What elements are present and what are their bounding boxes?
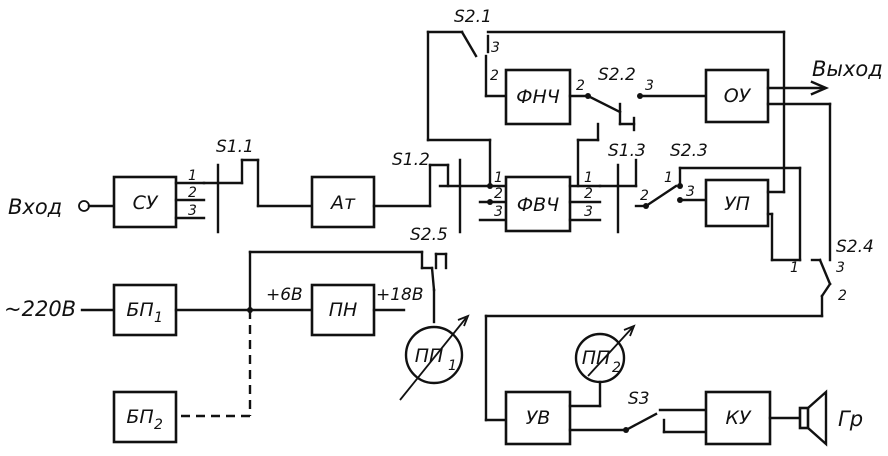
svg-text:S2.2: S2.2 — [598, 65, 636, 85]
svg-text:2: 2 — [584, 186, 593, 202]
block-uv-label: УВ — [526, 407, 551, 429]
block-fvch — [504, 175, 572, 233]
svg-text:S2.3: S2.3 — [670, 141, 708, 161]
svg-text:S3: S3 — [628, 389, 650, 409]
switch-s1-3: S1.3 — [576, 138, 646, 234]
svg-text:1: 1 — [494, 170, 503, 186]
block-pn-label: ПН — [329, 299, 358, 321]
meter-pp2: ПП 2 — [574, 324, 636, 384]
svg-text:3: 3 — [686, 184, 695, 200]
svg-text:2: 2 — [490, 68, 499, 84]
meter-pp1: ПП 1 — [399, 314, 470, 401]
block-ou-label: ОУ — [724, 85, 752, 107]
block-bp2-label: БП — [126, 406, 153, 428]
svg-text:2: 2 — [494, 186, 503, 202]
switch-s2-1: 3 2 S2.1 — [426, 7, 786, 98]
speaker-icon: Гр — [798, 389, 863, 447]
svg-text:S2.1: S2.1 — [454, 7, 492, 27]
block-su — [112, 175, 178, 229]
switch-s1-2: S1.2 — [392, 150, 508, 234]
svg-text:ПП: ПП — [582, 347, 611, 369]
block-at — [310, 175, 376, 229]
block-fnch — [504, 68, 572, 126]
svg-text:ПП: ПП — [415, 345, 444, 367]
block-bp1-label: БП — [126, 299, 153, 321]
svg-text:S1.2: S1.2 — [392, 150, 430, 170]
mains-label: ~220В — [4, 297, 76, 321]
svg-text:3: 3 — [491, 40, 500, 56]
svg-text:2: 2 — [838, 288, 847, 304]
svg-text:3: 3 — [494, 204, 503, 220]
svg-text:2: 2 — [188, 185, 197, 201]
fvch-outputs: 1 2 3 — [568, 170, 602, 222]
switch-s2-4: 1 3 2 S2.4 — [790, 237, 874, 318]
su-outputs: 1 2 3 — [174, 168, 206, 220]
block-at-label: Ат — [329, 192, 356, 214]
voltage-6v: +6В — [266, 285, 303, 305]
voltage-18v: +18В — [376, 285, 424, 305]
svg-text:S1.1: S1.1 — [216, 137, 254, 157]
svg-text:S2.4: S2.4 — [836, 237, 874, 257]
block-ku-label: КУ — [725, 407, 751, 429]
svg-text:2: 2 — [576, 78, 585, 94]
block-fnch-label: ФНЧ — [516, 86, 560, 108]
svg-text:Гр: Гр — [838, 407, 863, 431]
svg-text:3: 3 — [188, 203, 197, 219]
svg-text:3: 3 — [584, 204, 593, 220]
switch-s2-3: 2 1 3 S2.3 — [634, 141, 708, 209]
block-up-label: УП — [724, 193, 750, 215]
switch-s1-1: S1.1 — [202, 137, 260, 234]
svg-text:1: 1 — [664, 170, 673, 186]
svg-text:3: 3 — [645, 78, 654, 94]
svg-text:1: 1 — [790, 260, 799, 276]
switch-s2-5: S2.5 — [410, 225, 448, 324]
svg-text:S1.3: S1.3 — [608, 141, 646, 161]
block-su-label: СУ — [133, 192, 159, 214]
block-bp2 — [112, 390, 178, 444]
input-label: Вход — [8, 195, 62, 219]
block-uv — [504, 390, 572, 446]
svg-text:1: 1 — [584, 170, 593, 186]
block-ou — [704, 68, 770, 124]
svg-text:1: 1 — [188, 168, 197, 184]
svg-text:2: 2 — [154, 417, 163, 433]
svg-text:S2.5: S2.5 — [410, 225, 448, 245]
block-fvch-label: ФВЧ — [517, 194, 559, 216]
switch-s3: S3 — [623, 389, 708, 434]
svg-text:3: 3 — [836, 260, 845, 276]
block-up — [704, 178, 770, 228]
switch-s2-2: 3 S2.2 — [586, 65, 708, 132]
input-terminal — [78, 200, 90, 212]
svg-text:2: 2 — [640, 188, 649, 204]
svg-text:1: 1 — [448, 358, 457, 374]
svg-text:2: 2 — [612, 360, 621, 376]
svg-text:1: 1 — [154, 310, 163, 326]
output-label: Выход — [812, 57, 883, 81]
